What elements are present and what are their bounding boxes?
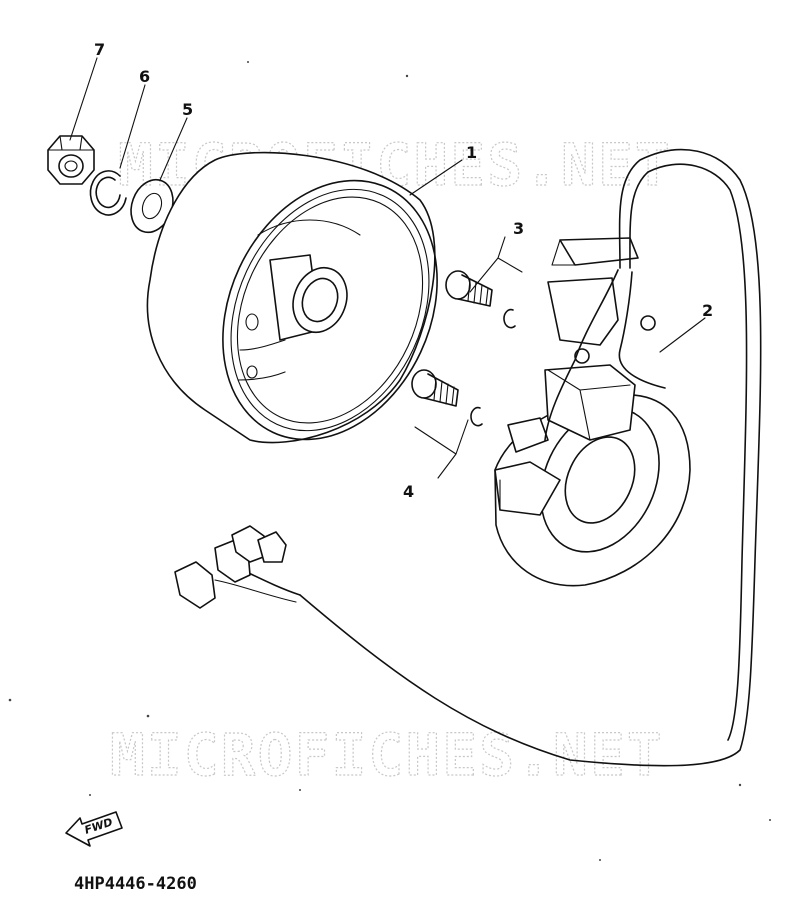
screw-upper xyxy=(445,270,493,307)
callout-2: 2 xyxy=(702,301,713,320)
washer-lower xyxy=(470,406,483,427)
callout-5: 5 xyxy=(182,100,193,119)
washer-upper xyxy=(503,308,516,329)
fwd-arrow-icon: FWD xyxy=(65,811,123,847)
callout-6: 6 xyxy=(139,67,150,86)
callout-7: 7 xyxy=(94,40,105,59)
lock-washer xyxy=(89,170,127,216)
watermark-bottom: MICROFICHES.NET xyxy=(110,721,664,789)
flywheel-rotor xyxy=(146,151,438,444)
hex-nut xyxy=(47,135,95,185)
wire-harness xyxy=(214,148,762,767)
callout-leaders xyxy=(69,57,706,479)
callout-3: 3 xyxy=(513,219,524,238)
callout-1: 1 xyxy=(466,143,477,162)
connector-plugs xyxy=(174,525,287,609)
part-number: 4HP4446-4260 xyxy=(74,874,197,894)
callout-4: 4 xyxy=(403,482,414,501)
screw-lower xyxy=(411,369,459,407)
stator-assembly xyxy=(494,237,691,587)
scan-specks xyxy=(8,61,771,861)
